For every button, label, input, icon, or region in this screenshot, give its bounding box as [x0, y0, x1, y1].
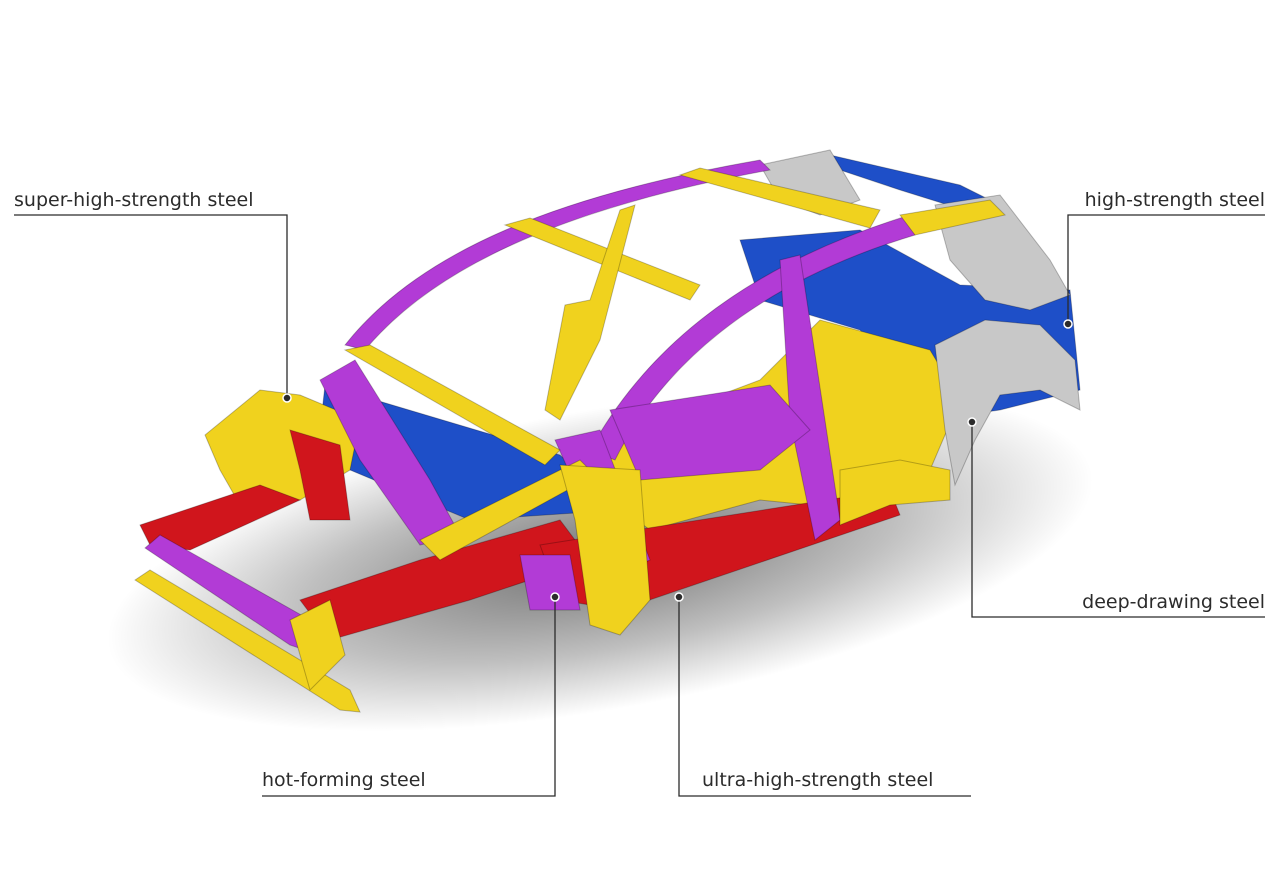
leader-super-high-strength	[14, 214, 288, 396]
front-rail-red	[139, 484, 302, 551]
a-pillar-inner-yellow	[544, 204, 636, 421]
dot-deep-drawing	[967, 417, 977, 427]
label-super-high-strength-steel: super-high-strength steel	[14, 189, 254, 211]
leader-ultra-high-strength	[678, 598, 971, 797]
dot-super-high-strength	[282, 393, 292, 403]
leader-high-strength	[1067, 214, 1265, 322]
roof-bow-rear-yellow	[678, 167, 881, 229]
label-hot-forming-steel: hot-forming steel	[262, 769, 426, 791]
label-deep-drawing-steel: deep-drawing steel	[1082, 591, 1265, 613]
rear-pillar-grey	[934, 194, 1071, 311]
crash-box-yellow	[134, 569, 361, 713]
rear-header-yellow	[899, 199, 1006, 236]
dot-hot-forming	[550, 592, 560, 602]
front-strut-yellow	[343, 344, 561, 466]
dot-ultra-high-strength	[674, 592, 684, 602]
leader-deep-drawing	[971, 424, 1265, 618]
leader-hot-forming	[262, 598, 556, 797]
roof-bow-front-yellow	[503, 217, 701, 301]
roof-rail-left-purple	[344, 159, 772, 351]
b-pillar-purple	[779, 254, 841, 541]
door-frame-yellow	[559, 464, 651, 636]
inner-rail-red	[289, 429, 351, 521]
rear-wheelhouse-grey	[934, 319, 1081, 487]
crash-box-lower-yellow	[289, 599, 346, 691]
label-high-strength-steel: high-strength steel	[1084, 189, 1265, 211]
tunnel-purple	[609, 384, 811, 481]
rear-door-frame-yellow	[839, 459, 951, 526]
label-ultra-high-strength-steel: ultra-high-strength steel	[702, 769, 934, 791]
sill-front-purple	[519, 554, 581, 611]
dot-high-strength	[1063, 319, 1073, 329]
